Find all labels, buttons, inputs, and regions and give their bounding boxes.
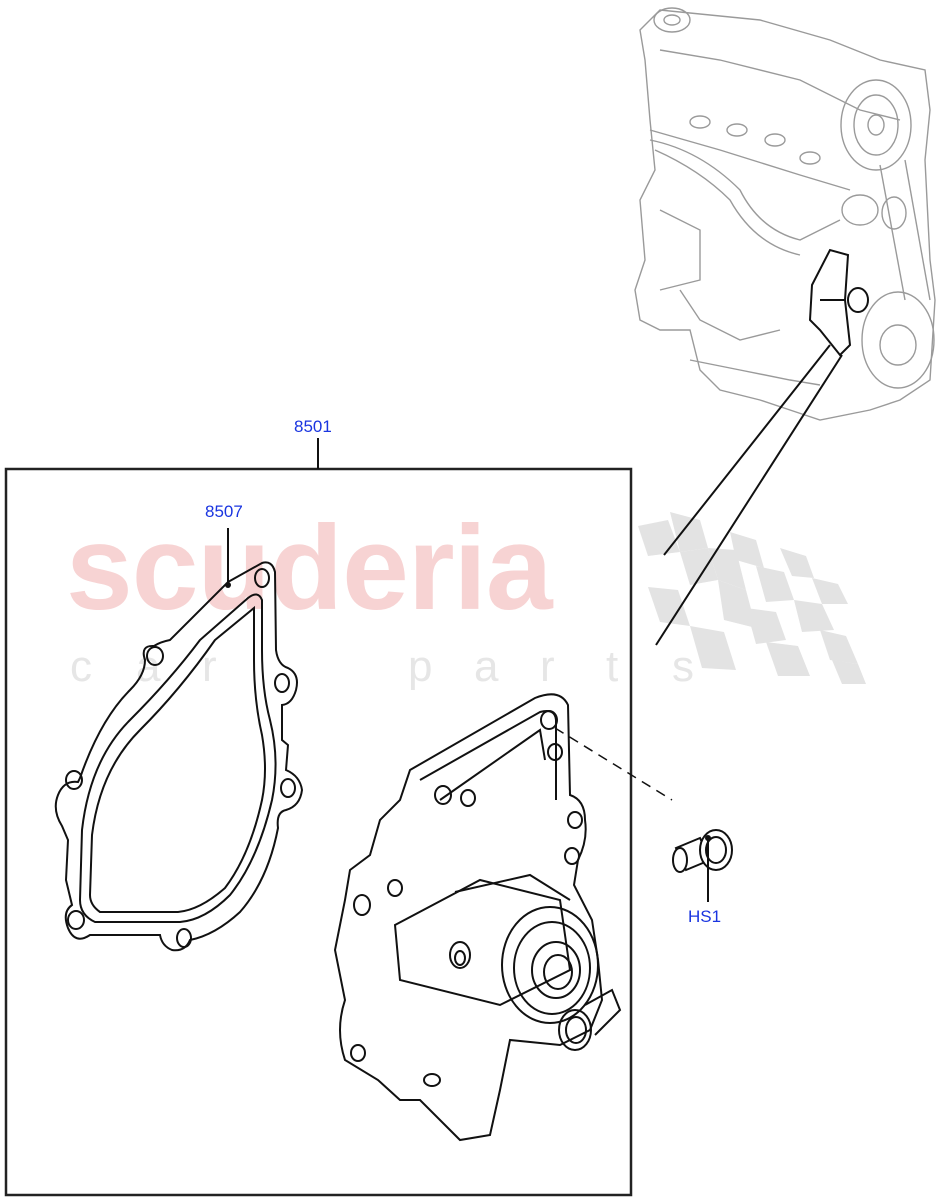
tagline-letter: c xyxy=(70,642,92,691)
watermark-brand: scuderia xyxy=(66,501,553,635)
callout-label-8501[interactable]: 8501 xyxy=(294,417,332,436)
tagline-letter: r xyxy=(202,642,217,691)
engine-pump-highlight xyxy=(808,248,869,357)
water-pump-gasket xyxy=(54,561,304,952)
bolt-alignment-line xyxy=(554,727,673,801)
water-pump xyxy=(333,693,622,1142)
tagline-letter: a xyxy=(474,642,499,691)
tagline-letter: r xyxy=(540,642,555,691)
checkered-flag-icon xyxy=(638,512,866,684)
callout-label-hs1[interactable]: HS1 xyxy=(688,907,722,926)
assembly-group-box xyxy=(4,467,633,1197)
tagline-letter: p xyxy=(408,642,433,691)
tagline-letter: t xyxy=(606,642,619,691)
engine-overview xyxy=(634,7,936,421)
locator-lines xyxy=(655,344,843,646)
tagline-letter: s xyxy=(672,642,694,691)
callout-dot-hs1 xyxy=(705,835,711,841)
mounting-bolt xyxy=(672,829,733,873)
callout-dot-8507 xyxy=(225,582,231,588)
callout-label-8507[interactable]: 8507 xyxy=(205,502,243,521)
